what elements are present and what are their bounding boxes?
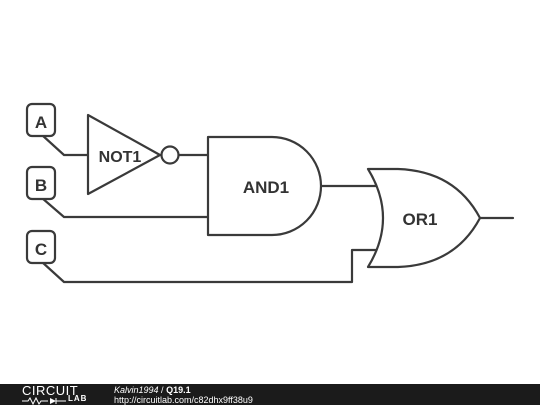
not-gate-body [86, 113, 162, 196]
resistor-diode-icon [22, 396, 66, 405]
or-gate[interactable]: OR1 [366, 167, 482, 269]
or-gate-body [366, 167, 482, 269]
and-gate[interactable]: AND1 [206, 135, 323, 237]
and-gate-label: AND1 [243, 178, 289, 197]
input-label-b: B [35, 176, 47, 195]
wire-a-to-not [40, 133, 90, 157]
input-terminal-b[interactable]: B [25, 165, 57, 201]
meta-separator: / [158, 385, 167, 395]
footer-bar: CIRCUIT LAB Kalvin1994 / Q19.1 http://ci… [0, 383, 540, 405]
input-terminal-c[interactable]: C [25, 229, 57, 265]
circuit-title[interactable]: Q19.1 [166, 385, 191, 395]
wire-c-to-or [40, 248, 383, 284]
not-gate-bubble [160, 145, 180, 165]
logo-word-circuit: CIRCUIT [22, 383, 79, 398]
not-gate[interactable]: NOT1 [86, 113, 180, 196]
logo-word-lab: LAB [68, 394, 88, 403]
author-name[interactable]: Kalvin1994 [114, 385, 159, 395]
input-label-c: C [35, 240, 47, 259]
input-terminal-a[interactable]: A [25, 102, 57, 138]
circuit-url[interactable]: http://circuitlab.com/c82dhx9ff38u9 [114, 395, 253, 405]
circuitlab-logo[interactable]: CIRCUIT LAB [22, 383, 102, 405]
not-gate-label: NOT1 [99, 149, 142, 166]
and-gate-body [206, 135, 323, 237]
or-gate-label: OR1 [403, 210, 438, 229]
wire-b-to-and [40, 196, 210, 219]
input-label-a: A [35, 113, 47, 132]
circuit-meta: Kalvin1994 / Q19.1 http://circuitlab.com… [114, 385, 253, 405]
